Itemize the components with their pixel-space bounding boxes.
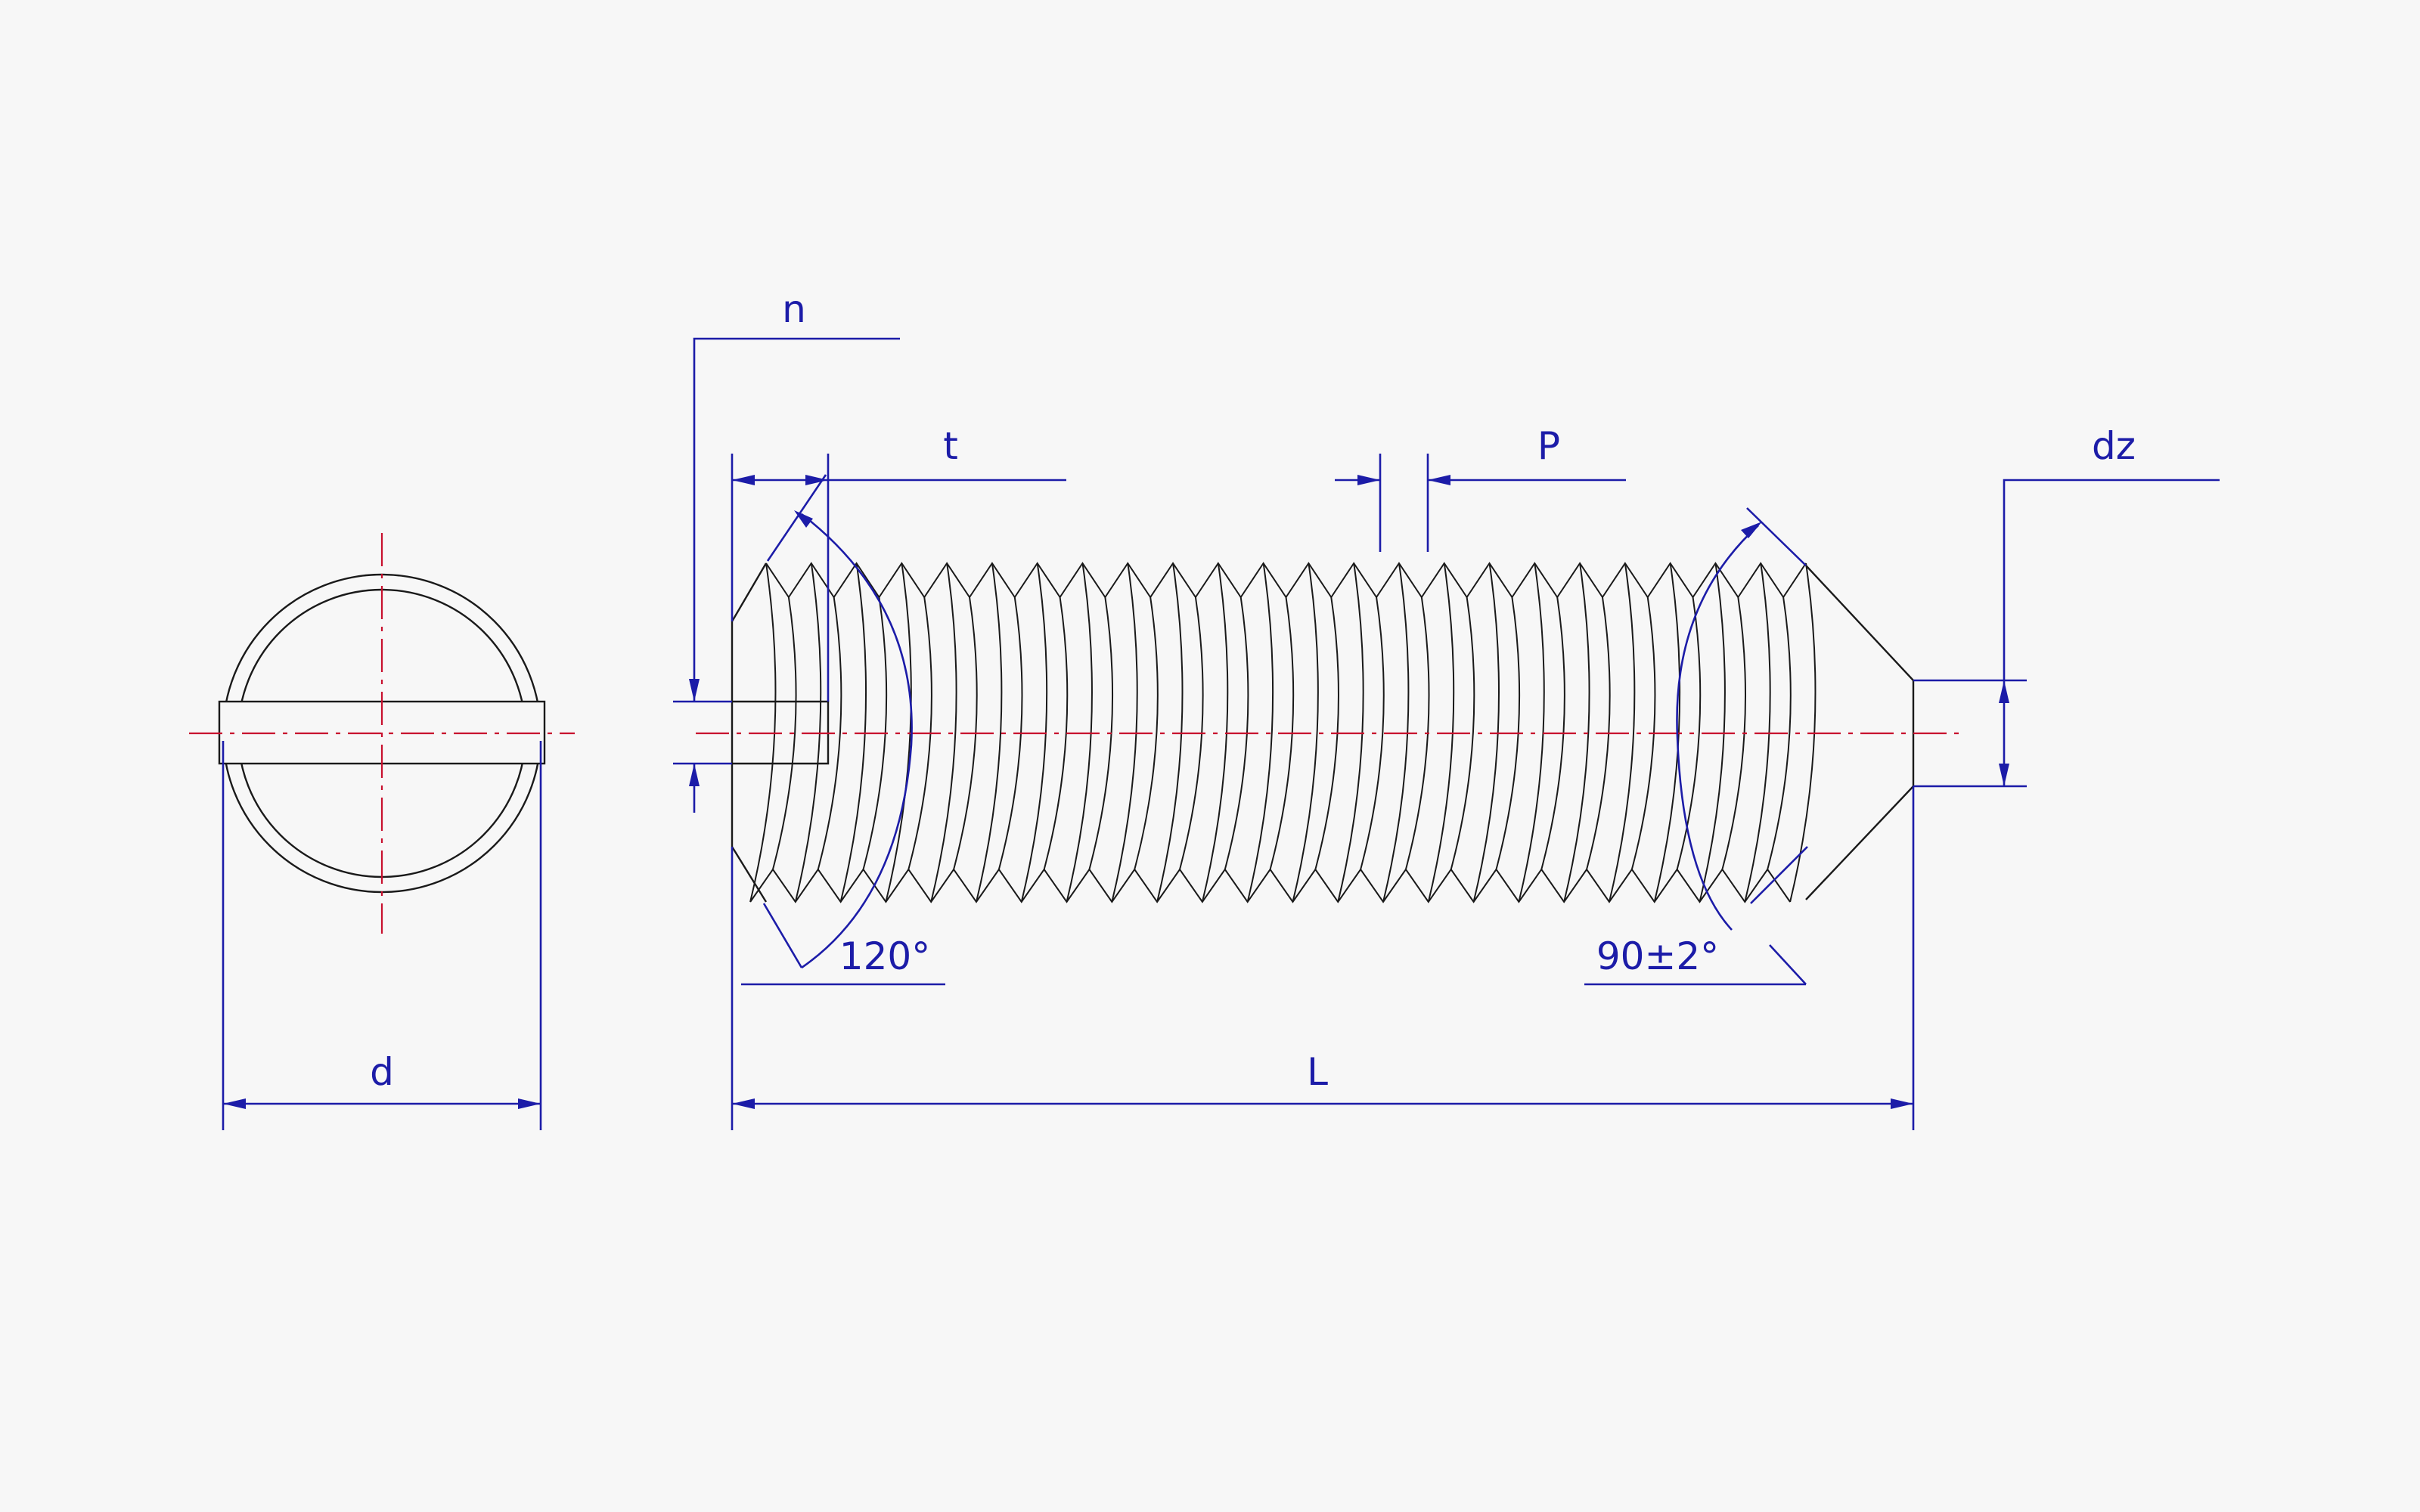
cone-angle-dimension: 90±2° (1584, 507, 1808, 986)
pitch-dimension: P (1335, 424, 1626, 552)
thread-root (1134, 596, 1159, 870)
thread-root (1676, 596, 1702, 870)
thread-root (1767, 596, 1792, 870)
thread-root (817, 596, 842, 870)
pitch-label: P (1537, 424, 1560, 468)
thread-flank (1563, 562, 1590, 903)
end-view (189, 533, 575, 934)
thread-root (1043, 596, 1069, 870)
slot-depth-dimension: t (731, 424, 1066, 702)
thread-root (1450, 596, 1475, 870)
thread-flank (1292, 562, 1319, 903)
thread-root (1360, 596, 1385, 870)
slot-angle-label: 120° (839, 934, 930, 978)
left-end-outline (731, 562, 768, 903)
point-diameter-label: dz (2092, 424, 2136, 468)
cone-angle-label: 90±2° (1596, 934, 1719, 978)
side-view (696, 562, 1966, 903)
length-label: L (1307, 1050, 1328, 1094)
thread-flank (930, 562, 957, 903)
slot-width-label: n (782, 287, 806, 331)
slot-depth-label: t (943, 424, 958, 468)
diameter-dimension: d (222, 741, 542, 1130)
slot-angle-dimension: 120° (741, 474, 945, 986)
thread-flank (1608, 562, 1636, 903)
thread-pattern (749, 562, 1817, 903)
thread-flank (976, 562, 1003, 903)
length-dimension: L (731, 786, 1915, 1130)
point-diameter-dimension: dz (1913, 424, 2220, 788)
thread-root (772, 596, 797, 870)
thread-crest-top (765, 562, 1807, 599)
slot-width-dimension: n (673, 287, 900, 813)
thread-flank (1246, 562, 1274, 903)
thread-crest-bottom (749, 868, 1791, 903)
diameter-label: d (370, 1050, 394, 1094)
